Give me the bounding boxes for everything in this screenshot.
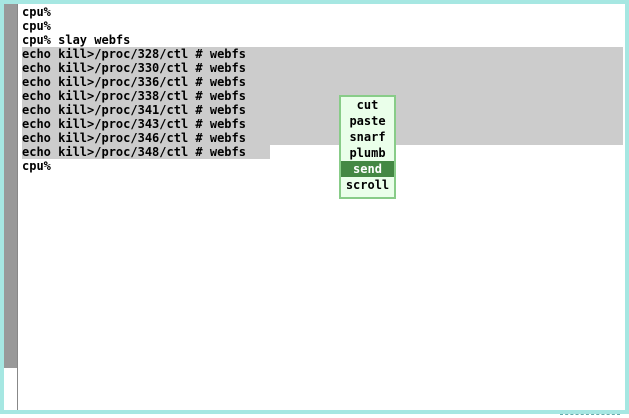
terminal-line: cpu% xyxy=(22,5,51,19)
terminal-line: echo kill>/proc/330/ctl # webfs xyxy=(22,61,246,75)
menu-item-send[interactable]: send xyxy=(341,161,394,177)
terminal-line: echo kill>/proc/338/ctl # webfs xyxy=(22,89,246,103)
terminal-line: echo kill>/proc/343/ctl # webfs xyxy=(22,117,246,131)
menu-item-snarf[interactable]: snarf xyxy=(349,130,386,144)
terminal-line: cpu% xyxy=(22,159,51,173)
context-menu[interactable]: cut paste snarf plumb send scroll xyxy=(339,95,396,199)
menu-item-paste[interactable]: paste xyxy=(349,114,386,128)
terminal-line: cpu% slay webfs xyxy=(22,33,131,47)
scroll-thumb[interactable] xyxy=(4,4,17,368)
terminal-line: echo kill>/proc/341/ctl # webfs xyxy=(22,103,246,117)
menu-item-plumb[interactable]: plumb xyxy=(349,146,386,160)
scrollbar[interactable] xyxy=(4,4,18,410)
terminal-line: echo kill>/proc/328/ctl # webfs xyxy=(22,47,246,61)
text-selection-end xyxy=(22,145,270,159)
terminal-line: echo kill>/proc/348/ctl # webfs xyxy=(22,145,246,159)
terminal-line: cpu% xyxy=(22,19,51,33)
window-edge-artifact xyxy=(560,414,620,418)
terminal-line: echo kill>/proc/336/ctl # webfs xyxy=(22,75,246,89)
terminal-text[interactable]: cpu% cpu% cpu% slay webfs echo kill>/pro… xyxy=(22,5,625,173)
menu-item-cut[interactable]: cut xyxy=(356,98,379,112)
terminal-line: echo kill>/proc/346/ctl # webfs xyxy=(22,131,246,145)
menu-item-scroll[interactable]: scroll xyxy=(345,178,390,192)
text-selection xyxy=(22,47,623,145)
